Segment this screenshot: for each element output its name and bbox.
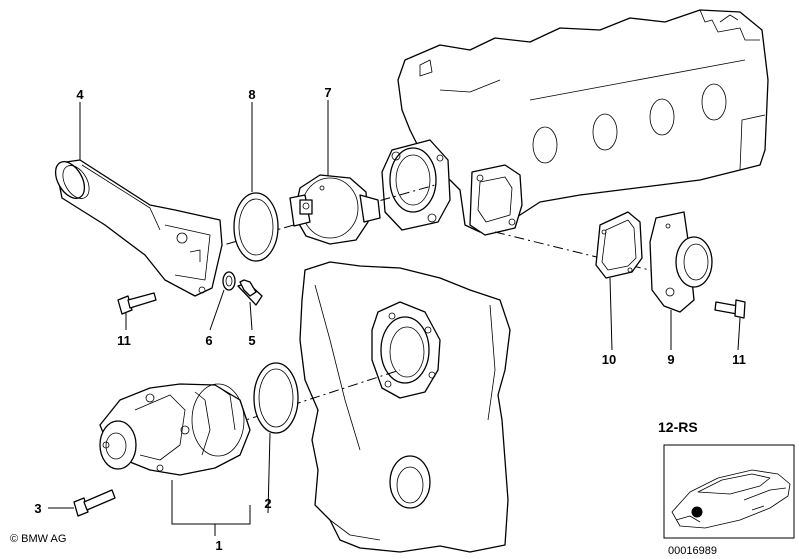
part-11-bolt-left <box>117 292 157 315</box>
diagram-number: 00016989 <box>668 545 717 557</box>
callout-8: 8 <box>248 87 255 102</box>
part-3-bolt <box>73 489 116 517</box>
callout-1: 1 <box>215 538 222 553</box>
part-4-pipe-elbow <box>54 159 223 297</box>
part-7-thermostat <box>289 174 381 245</box>
vehicle-thumbnail <box>663 444 795 539</box>
part-1-water-pump <box>99 383 251 476</box>
callout-5: 5 <box>248 333 255 348</box>
part-2-o-ring <box>253 362 299 434</box>
callout-labels: 1 2 3 4 5 6 7 8 9 10 11 11 <box>34 85 745 553</box>
callout-11-left: 11 <box>117 333 131 348</box>
timing-cover <box>299 261 511 553</box>
leader-lines <box>48 100 741 536</box>
part-5-bolt <box>237 279 263 306</box>
part-9-outlet-flange <box>649 211 713 313</box>
location-marker <box>691 506 703 518</box>
cylinder-head <box>397 9 769 233</box>
callout-6: 6 <box>205 333 212 348</box>
callout-2: 2 <box>264 496 271 511</box>
callout-11-right: 11 <box>732 352 746 367</box>
callout-10: 10 <box>602 352 616 367</box>
model-code: 12-RS <box>658 419 698 435</box>
part-11-bolt-right <box>714 299 746 319</box>
part-8-o-ring <box>233 192 279 262</box>
callout-7: 7 <box>324 85 331 100</box>
callout-9: 9 <box>667 352 674 367</box>
callout-4: 4 <box>76 87 84 102</box>
part-6-ring <box>222 271 236 291</box>
callout-3: 3 <box>34 501 41 516</box>
copyright-text: © BMW AG <box>10 533 66 545</box>
thermostat-housing <box>381 139 451 231</box>
lower-seal-bore <box>389 455 431 509</box>
part-10-gasket <box>595 211 643 279</box>
head-outlet-flange <box>469 164 523 236</box>
